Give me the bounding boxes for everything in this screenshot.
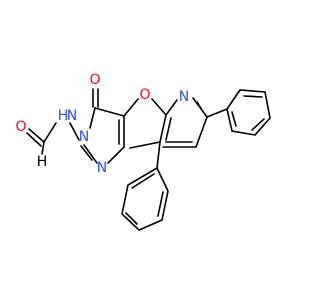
bond xyxy=(41,141,45,155)
atom-o-formyl: O xyxy=(15,119,26,135)
bond xyxy=(231,111,237,127)
bond xyxy=(157,191,164,217)
structure-svg: O N N N O N O H H xyxy=(15,72,271,231)
bond xyxy=(43,122,57,143)
bond xyxy=(129,141,161,149)
bond xyxy=(151,98,167,116)
bond xyxy=(107,146,125,164)
bond xyxy=(80,145,93,161)
bond xyxy=(121,166,169,231)
bond xyxy=(28,128,45,143)
bond xyxy=(206,108,228,118)
bonds xyxy=(26,88,271,231)
bond xyxy=(195,116,208,148)
atom-n-amide: N xyxy=(79,129,89,145)
atom-n-ring-lower: N xyxy=(97,160,107,176)
bond xyxy=(123,98,139,117)
bond xyxy=(243,95,263,98)
bond xyxy=(83,144,98,164)
bond xyxy=(159,114,167,143)
bond xyxy=(251,118,265,131)
bond xyxy=(196,101,203,111)
atom-n-ring-upper: N xyxy=(67,108,77,124)
bond xyxy=(89,107,96,129)
bond xyxy=(165,117,172,141)
molecule-diagram: O N N N O N O H H xyxy=(15,72,271,231)
atom-o-carbonyl: O xyxy=(89,72,100,88)
atom-n-pyridine: N xyxy=(179,89,189,105)
atom-o-furan: O xyxy=(139,87,150,103)
bond xyxy=(69,122,80,141)
atom-h-nh: H xyxy=(58,108,69,124)
bond xyxy=(26,132,42,147)
bond xyxy=(156,141,161,169)
atom-labels: O N N N O N O H H xyxy=(15,72,189,176)
bond xyxy=(165,99,178,116)
bond xyxy=(94,107,125,117)
bond xyxy=(226,89,271,136)
atom-h-formyl: H xyxy=(37,154,48,170)
bond xyxy=(125,212,138,225)
bond xyxy=(131,173,155,189)
